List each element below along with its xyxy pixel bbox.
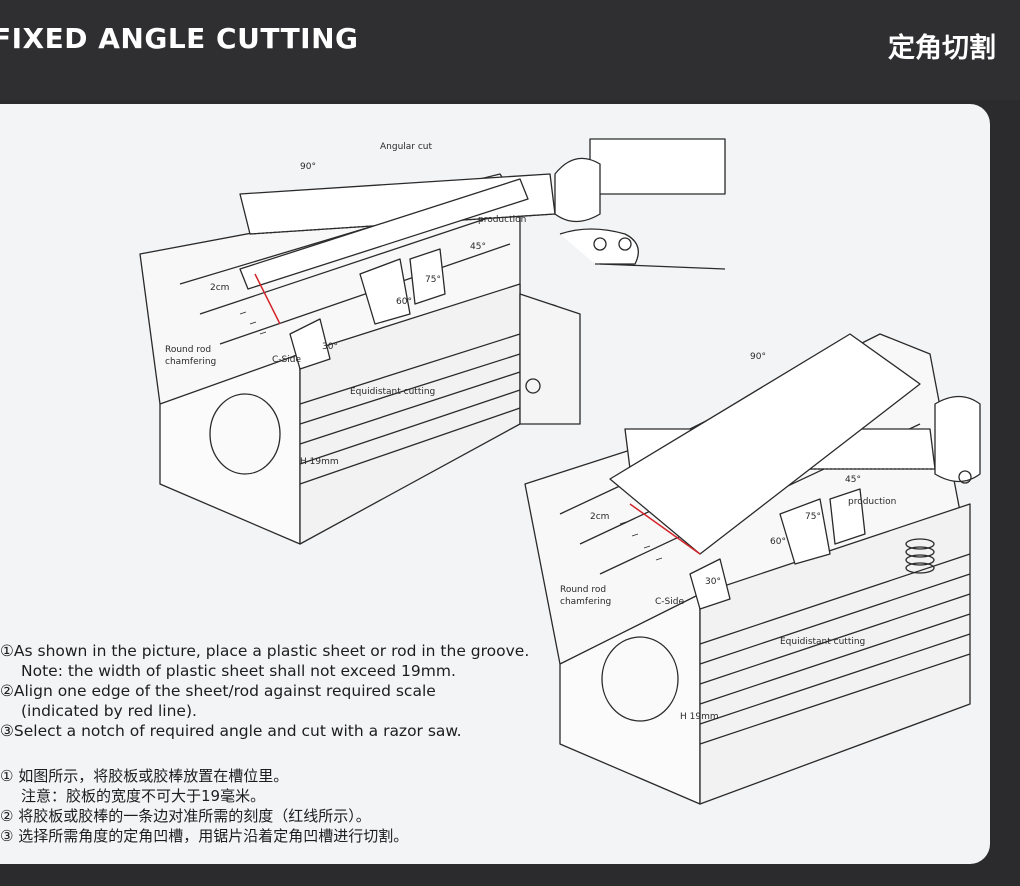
instruction-step-2: ②Align one edge of the sheet/rod against… (0, 682, 436, 700)
upper-angle-90-label: 90° (300, 162, 316, 172)
lower-round-rod-label: Round rod (560, 585, 606, 595)
page-title-chinese: 定角切割 (888, 33, 996, 64)
lower-angle-45-label: 45° (845, 475, 861, 485)
instruction-zh-step-1-note: 注意：胶板的宽度不可大于19毫米。 (21, 787, 266, 805)
miter-box-illustrations: 60° 75° 45° 30° 90° 2cm Round rod chamfe… (139, 138, 981, 805)
upper-scale-label: 2cm (210, 283, 229, 293)
upper-angle-30-label: 30° (322, 342, 338, 352)
upper-angular-cut-label: Angular cut (380, 142, 433, 152)
lower-miter-box-drawing (524, 333, 981, 805)
upper-round-rod-label: Round rod (165, 345, 211, 355)
lower-equidistant-label: Equidistant cutting (780, 637, 865, 647)
instruction-zh-step-2: ② 将胶板或胶棒的一条边对准所需的刻度（红线所示）。 (0, 807, 371, 825)
lower-angle-75-label: 75° (805, 512, 821, 522)
lower-c-side-label: C-Side (655, 597, 684, 607)
content-panel: 60° 75° 45° 30° 90° 2cm Round rod chamfe… (0, 104, 990, 864)
upper-production-label: production (478, 215, 526, 225)
upper-chamfering-label: chamfering (165, 357, 216, 367)
header-bar: FIXED ANGLE CUTTING 定角切割 (0, 0, 1020, 100)
instruction-step-2-cont: (indicated by red line). (21, 702, 197, 720)
instruction-step-3: ③Select a notch of required angle and cu… (0, 722, 462, 740)
lower-scale-label: 2cm (590, 512, 609, 522)
instruction-step-1: ①As shown in the picture, place a plasti… (0, 642, 530, 660)
bottom-band (0, 864, 1020, 886)
upper-angle-60-label: 60° (396, 297, 412, 307)
instructions-chinese: ① 如图所示，将胶板或胶棒放置在槽位里。 注意：胶板的宽度不可大于19毫米。 ②… (0, 766, 408, 846)
right-edge-strip (990, 104, 1020, 864)
upper-angle-75-label: 75° (425, 275, 441, 285)
instructions-english: ①As shown in the picture, place a plasti… (0, 641, 529, 741)
upper-max-label: H 19mm (300, 457, 339, 467)
instruction-zh-step-1: ① 如图所示，将胶板或胶棒放置在槽位里。 (0, 767, 289, 785)
upper-miter-box-drawing (139, 138, 726, 545)
upper-angle-45-label: 45° (470, 242, 486, 252)
lower-max-label: H 19mm (680, 712, 719, 722)
lower-chamfering-label: chamfering (560, 597, 611, 607)
lower-angle-60-label: 60° (770, 537, 786, 547)
lower-angle-30-label: 30° (705, 577, 721, 587)
upper-equidistant-label: Equidistant cutting (350, 387, 435, 397)
lower-production-label: production (848, 497, 896, 507)
lower-angle-90-label: 90° (750, 352, 766, 362)
instruction-zh-step-3: ③ 选择所需角度的定角凹槽，用锯片沿着定角凹槽进行切割。 (0, 827, 409, 845)
upper-c-side-label: C-Side (272, 355, 301, 365)
instruction-step-1-note: Note: the width of plastic sheet shall n… (21, 662, 456, 680)
page-title: FIXED ANGLE CUTTING (0, 22, 359, 55)
